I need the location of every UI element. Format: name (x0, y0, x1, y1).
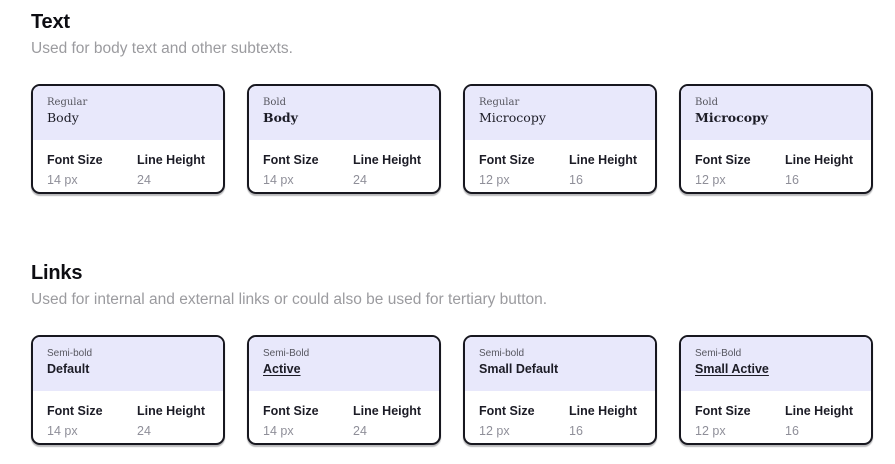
spec-card: Regular Body Font Size 14 px Line Height… (31, 84, 225, 194)
font-size-field: Font Size 12 px (479, 404, 569, 439)
spec-style-name: Microcopy (695, 110, 769, 125)
font-size-value: 14 px (263, 173, 294, 187)
line-height-value: 24 (137, 173, 151, 187)
spec-card-details: Font Size 12 px Line Height 16 (465, 391, 655, 439)
font-size-field: Font Size 14 px (47, 404, 137, 439)
line-height-field: Line Height 24 (137, 404, 205, 439)
spec-style-name: Active (263, 362, 301, 376)
spec-style-name: Small Active (695, 362, 769, 376)
font-size-field: Font Size 14 px (47, 153, 137, 188)
line-height-label: Line Height (137, 153, 206, 167)
line-height-label: Line Height (137, 404, 206, 418)
font-size-label: Font Size (47, 404, 103, 418)
section-links: Links Used for internal and external lin… (31, 261, 873, 445)
spec-card-details: Font Size 14 px Line Height 24 (33, 140, 223, 188)
font-size-value: 12 px (695, 424, 726, 438)
spec-weight-label: Semi-bold (479, 348, 525, 359)
line-height-field: Line Height 24 (353, 153, 421, 188)
font-size-label: Font Size (47, 153, 103, 167)
spec-card-details: Font Size 14 px Line Height 24 (249, 140, 439, 188)
line-height-value: 16 (569, 424, 583, 438)
font-size-value: 12 px (695, 173, 726, 187)
line-height-value: 24 (137, 424, 151, 438)
spec-weight-label: Regular (47, 97, 88, 108)
line-height-label: Line Height (785, 153, 854, 167)
spec-card-details: Font Size 12 px Line Height 16 (681, 391, 871, 439)
spec-card-row: Semi-bold Default Font Size 14 px Line H… (31, 335, 873, 445)
spec-card-specimen-area: Semi-bold Small Default (465, 337, 655, 391)
spec-style-name: Small Default (479, 362, 559, 376)
spec-card: Bold Body Font Size 14 px Line Height 24 (247, 84, 441, 194)
spec-card-specimen-area: Semi-bold Default (33, 337, 223, 391)
spec-card: Semi-bold Default Font Size 14 px Line H… (31, 335, 225, 445)
spec-card-details: Font Size 14 px Line Height 24 (33, 391, 223, 439)
line-height-value: 16 (785, 424, 799, 438)
font-size-label: Font Size (263, 404, 319, 418)
spec-card-specimen-area: Regular Body (33, 86, 223, 140)
spec-card-details: Font Size 12 px Line Height 16 (681, 140, 871, 188)
spec-card-details: Font Size 12 px Line Height 16 (465, 140, 655, 188)
spec-weight-label: Semi-bold (47, 348, 93, 359)
font-size-field: Font Size 14 px (263, 153, 353, 188)
section-subtitle: Used for body text and other subtexts. (31, 40, 293, 57)
line-height-value: 16 (569, 173, 583, 187)
font-size-field: Font Size 14 px (263, 404, 353, 439)
line-height-field: Line Height 16 (785, 153, 853, 188)
spec-card-specimen-area: Semi-Bold Small Active (681, 337, 871, 391)
line-height-label: Line Height (569, 153, 638, 167)
font-size-field: Font Size 12 px (695, 153, 785, 188)
spec-style-name: Body (47, 110, 79, 125)
font-size-value: 14 px (47, 173, 78, 187)
line-height-label: Line Height (353, 153, 422, 167)
typography-spec-page: Text Used for body text and other subtex… (31, 10, 873, 445)
font-size-value: 14 px (263, 424, 294, 438)
line-height-field: Line Height 16 (569, 153, 637, 188)
spec-weight-label: Regular (479, 97, 520, 108)
spec-card: Semi-bold Small Default Font Size 12 px … (463, 335, 657, 445)
spec-card-specimen-area: Semi-Bold Active (249, 337, 439, 391)
spec-card-specimen-area: Bold Microcopy (681, 86, 871, 140)
line-height-label: Line Height (353, 404, 422, 418)
font-size-field: Font Size 12 px (695, 404, 785, 439)
spec-card: Semi-Bold Small Active Font Size 12 px L… (679, 335, 873, 445)
font-size-label: Font Size (695, 404, 751, 418)
line-height-value: 24 (353, 173, 367, 187)
section-title: Links (31, 262, 83, 284)
line-height-label: Line Height (569, 404, 638, 418)
font-size-value: 14 px (47, 424, 78, 438)
font-size-field: Font Size 12 px (479, 153, 569, 188)
line-height-field: Line Height 24 (353, 404, 421, 439)
spec-weight-label: Semi-Bold (695, 348, 742, 359)
font-size-label: Font Size (695, 153, 751, 167)
spec-card: Regular Microcopy Font Size 12 px Line H… (463, 84, 657, 194)
section-title: Text (31, 11, 70, 33)
spec-card-specimen-area: Bold Body (249, 86, 439, 140)
section-subtitle: Used for internal and external links or … (31, 291, 548, 308)
spec-style-name: Default (47, 362, 90, 376)
spec-weight-label: Bold (263, 97, 286, 108)
section-text: Text Used for body text and other subtex… (31, 10, 873, 194)
line-height-value: 16 (785, 173, 799, 187)
spec-style-name: Body (263, 110, 298, 125)
font-size-value: 12 px (479, 424, 510, 438)
line-height-field: Line Height 16 (569, 404, 637, 439)
spec-weight-label: Bold (695, 97, 718, 108)
line-height-label: Line Height (785, 404, 854, 418)
spec-card-specimen-area: Regular Microcopy (465, 86, 655, 140)
spec-card-row: Regular Body Font Size 14 px Line Height… (31, 84, 873, 194)
spec-card-details: Font Size 14 px Line Height 24 (249, 391, 439, 439)
font-size-label: Font Size (479, 153, 535, 167)
font-size-label: Font Size (479, 404, 535, 418)
spec-style-name: Microcopy (479, 110, 546, 125)
font-size-value: 12 px (479, 173, 510, 187)
line-height-field: Line Height 16 (785, 404, 853, 439)
font-size-label: Font Size (263, 153, 319, 167)
line-height-field: Line Height 24 (137, 153, 205, 188)
line-height-value: 24 (353, 424, 367, 438)
spec-card: Bold Microcopy Font Size 12 px Line Heig… (679, 84, 873, 194)
spec-weight-label: Semi-Bold (263, 348, 310, 359)
spec-card: Semi-Bold Active Font Size 14 px Line He… (247, 335, 441, 445)
